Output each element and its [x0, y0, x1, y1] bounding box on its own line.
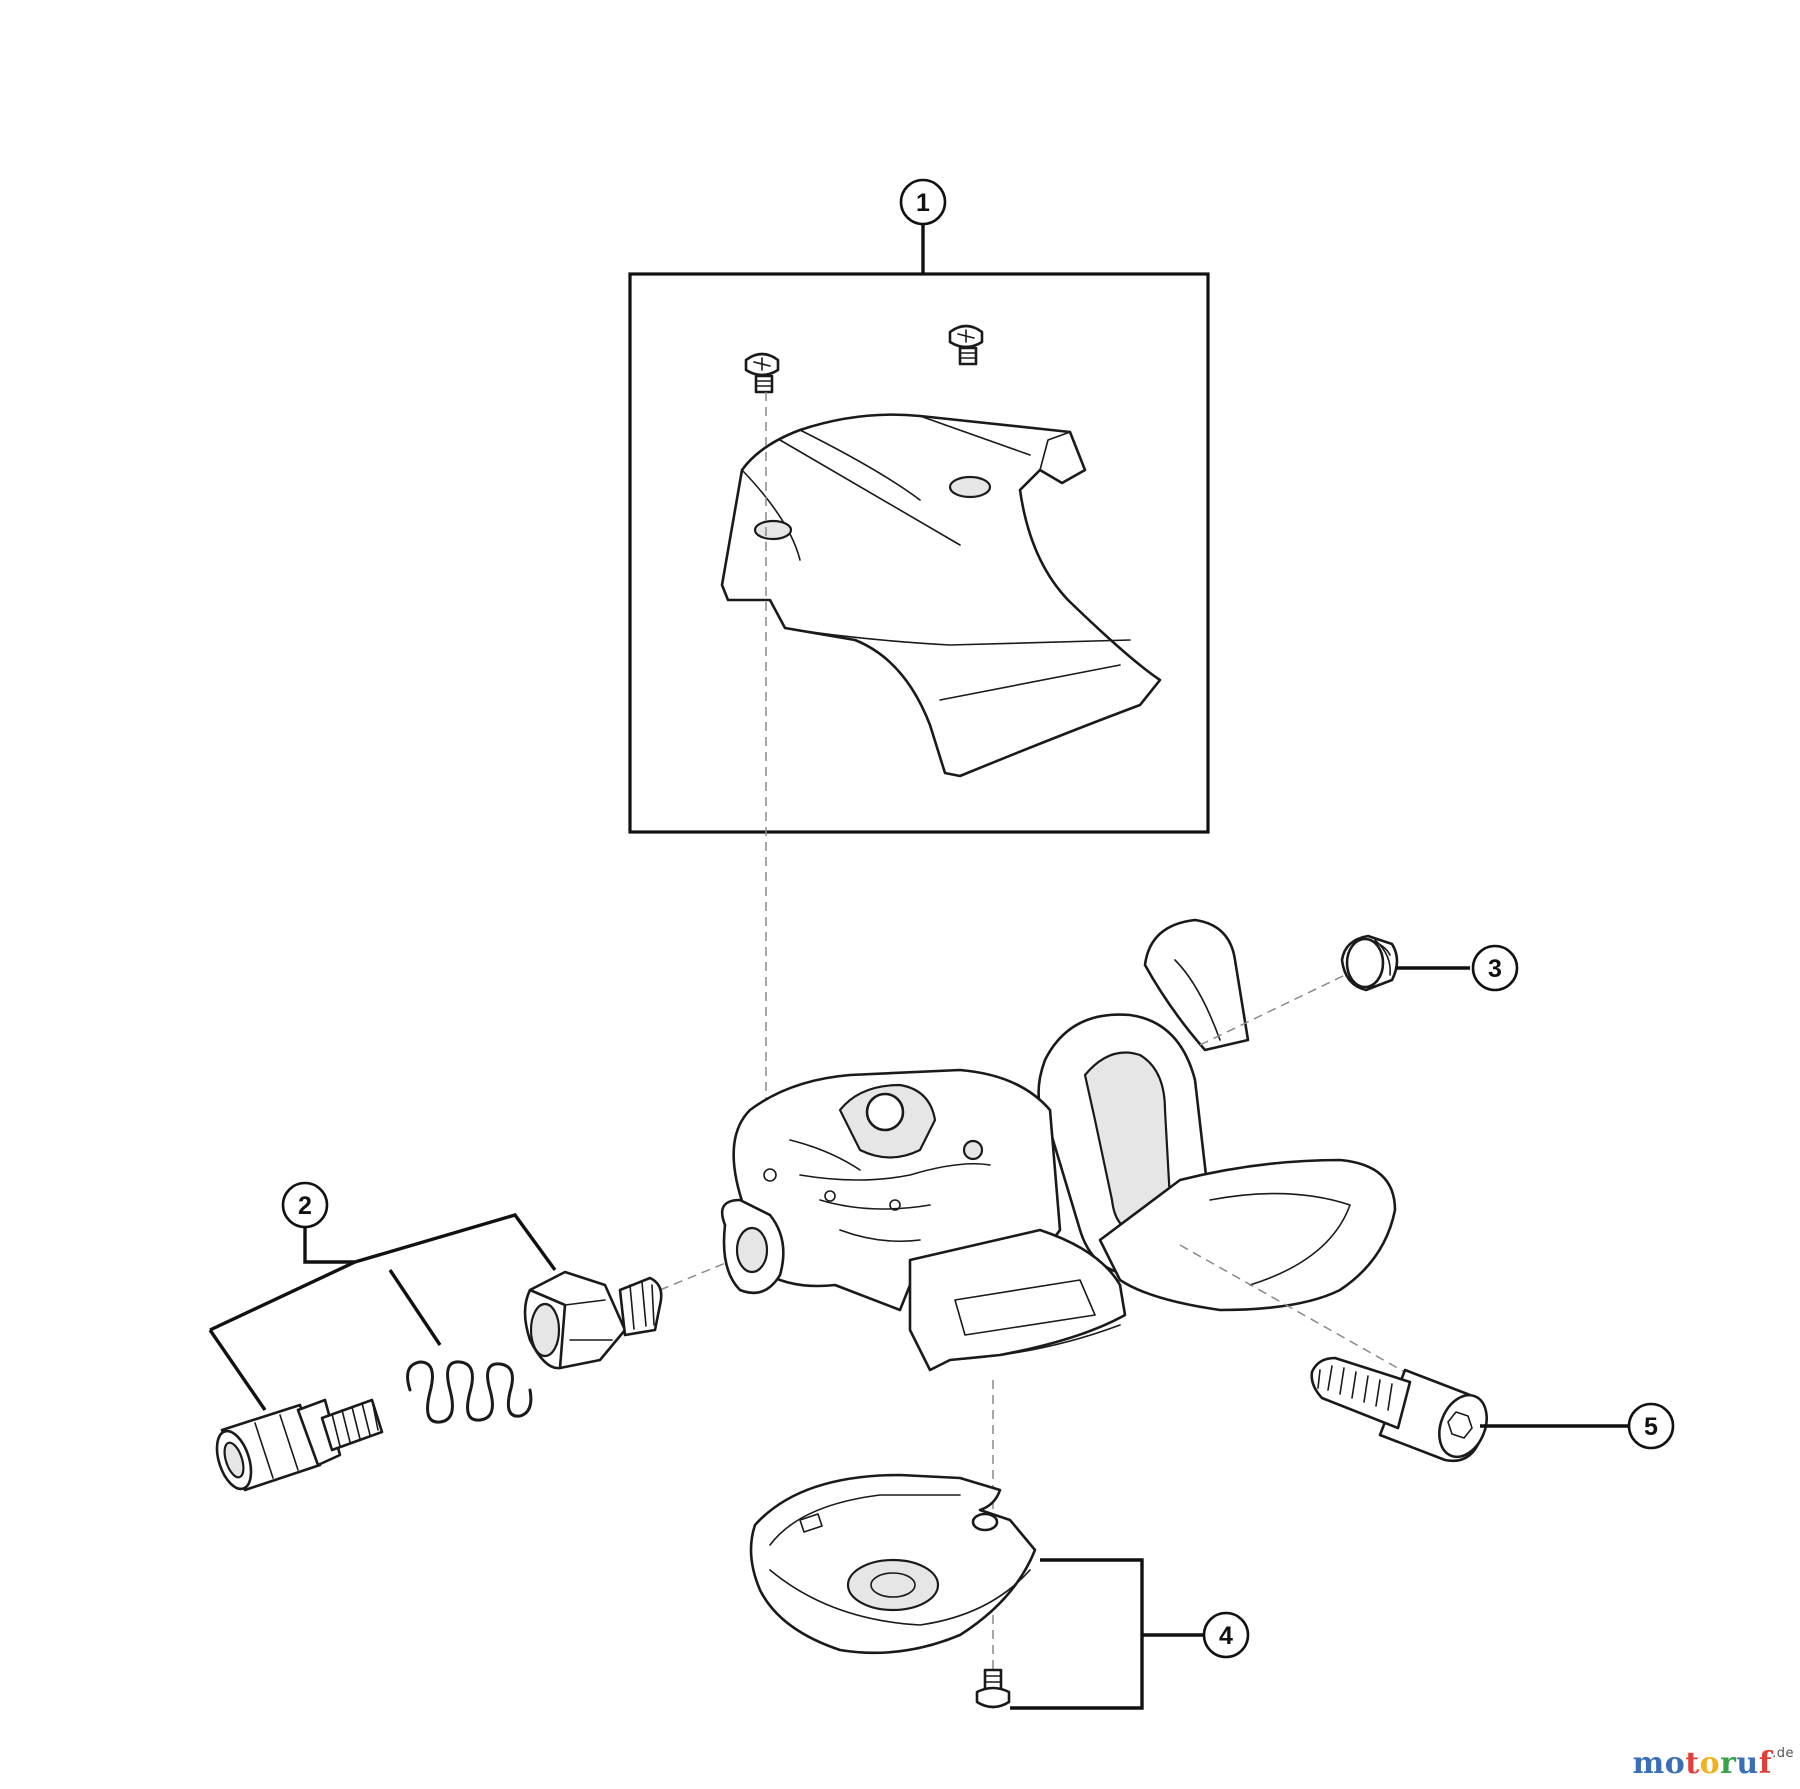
assembly-box-part-1: [628, 272, 1210, 834]
watermark-letter: u: [1736, 1746, 1759, 1781]
guide-line-part-3: [1199, 974, 1346, 1046]
callout-2-branch-screw: [208, 1329, 267, 1411]
cover-screw-left: [744, 352, 780, 394]
watermark-letter: o: [1664, 1746, 1686, 1781]
callout-2-label: 2: [298, 1192, 312, 1220]
watermark-letter: r: [1720, 1746, 1737, 1781]
guide-line-part-2: [659, 1261, 729, 1291]
callout-2[interactable]: 2: [281, 1181, 329, 1229]
motoruf-watermark: motoruf.de: [1632, 1746, 1794, 1781]
cover-screw-right: [948, 324, 984, 366]
callout-3[interactable]: 3: [1471, 944, 1519, 992]
barrel-adjuster-screw: [215, 1398, 384, 1492]
callout-2-leader-stem: [303, 1227, 355, 1264]
end-plug-part-3: [1340, 934, 1399, 992]
watermark-letter: f: [1758, 1746, 1773, 1781]
bolt-part-5: [1310, 1356, 1488, 1463]
callout-1[interactable]: 1: [899, 178, 947, 226]
bottom-cover-part-4: [749, 1473, 1037, 1655]
watermark-letter: t: [1685, 1746, 1700, 1781]
bottom-cover-screw: [975, 1668, 1011, 1709]
callout-2-bracket: [209, 1213, 557, 1332]
watermark-letter: m: [1632, 1746, 1665, 1781]
watermark-text: motoruf: [1632, 1746, 1772, 1781]
callout-4-label: 4: [1219, 1622, 1233, 1650]
adjuster-nut: [523, 1270, 663, 1370]
callout-5-label: 5: [1644, 1413, 1658, 1441]
callout-3-label: 3: [1488, 955, 1502, 983]
callout-4[interactable]: 4: [1202, 1611, 1250, 1659]
watermark-letter: o: [1699, 1746, 1721, 1781]
watermark-tld: .de: [1772, 1746, 1794, 1761]
callout-5[interactable]: 5: [1627, 1402, 1675, 1450]
callout-2-branch-spring: [388, 1269, 442, 1346]
coil-spring: [406, 1360, 533, 1424]
callout-1-label: 1: [916, 189, 930, 217]
callout-4-bracket: [1010, 1558, 1144, 1710]
top-cover: [720, 413, 1162, 778]
shifter-body: [720, 918, 1397, 1372]
